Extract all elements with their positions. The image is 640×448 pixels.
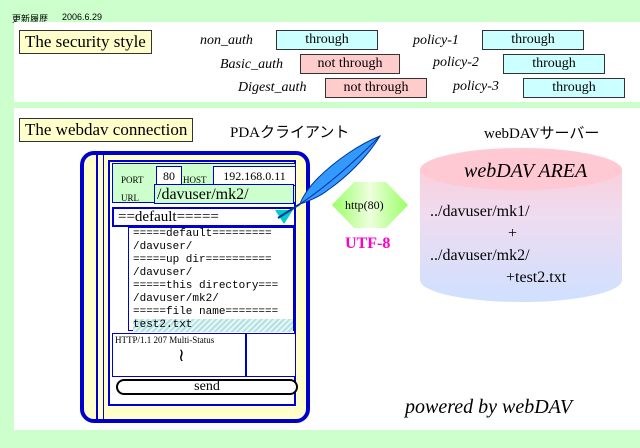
file-listing: =====default========= /davuser/ =====up …	[128, 227, 294, 332]
status-text: HTTP/1.1 207 Multi-Status	[115, 335, 215, 345]
server-path-2: ../davuser/mk2/	[430, 247, 530, 264]
webdav-title: The webdav connection	[19, 118, 194, 142]
server-file: +test2.txt	[506, 269, 567, 286]
chevron-down-icon[interactable]	[274, 209, 294, 225]
basic-auth-label: Basic_auth	[220, 57, 283, 72]
security-title: The security style	[19, 30, 152, 54]
double-arrow-icon	[332, 182, 408, 228]
url-input[interactable]: /davuser/mk2/	[154, 184, 294, 204]
directory-select[interactable]: ==default=====	[112, 207, 296, 227]
digest-auth-value: not through	[325, 78, 427, 98]
protocol-label: http(80)	[345, 198, 384, 212]
digest-auth-label: Digest_auth	[238, 80, 307, 95]
list-item[interactable]: =====default=========	[133, 228, 272, 240]
update-date: 2006.6.29	[62, 12, 103, 22]
url-label: URL	[121, 193, 139, 203]
server-path-1: ../davuser/mk1/	[430, 203, 530, 220]
non-auth-label: non_auth	[200, 33, 253, 48]
list-item[interactable]: =====up dir==========	[133, 254, 272, 266]
pda-left-rail-inner	[103, 155, 104, 419]
powered-by-label: powered by webDAV	[405, 396, 573, 418]
port-input[interactable]: 80	[156, 166, 182, 186]
port-label: PORT	[121, 175, 144, 185]
list-item[interactable]: /davuser/	[133, 267, 193, 279]
policy-3-label: policy-3	[453, 79, 499, 94]
policy-2-label: policy-2	[433, 55, 479, 70]
server-label: webDAVサーバー	[484, 126, 600, 142]
policy-3-value: through	[523, 78, 625, 98]
basic-auth-value: not through	[300, 54, 400, 74]
side-box	[246, 333, 296, 377]
status-box	[112, 333, 246, 377]
list-item[interactable]: /davuser/mk2/	[133, 293, 219, 305]
non-auth-value: through	[276, 30, 378, 50]
host-input[interactable]: 192.168.0.11	[213, 166, 296, 186]
server-cylinder-icon	[420, 148, 622, 302]
list-item[interactable]: =====this directory===	[133, 280, 279, 292]
quill-pen-icon	[277, 134, 382, 219]
list-item-selected[interactable]: test2.txt	[133, 319, 293, 332]
client-label: PDAクライアント	[230, 125, 350, 141]
pda-left-rail	[96, 155, 98, 419]
host-label: HOST	[183, 175, 207, 185]
list-item[interactable]: =====file name========	[133, 306, 279, 318]
encoding-label: UTF-8	[345, 235, 391, 252]
update-history-label[interactable]: 更新履歴	[12, 14, 49, 24]
server-area-label: webDAV AREA	[464, 160, 588, 182]
policy-1-label: policy-1	[413, 33, 459, 48]
policy-2-value: through	[503, 54, 605, 74]
status-tilde: ≀	[178, 345, 185, 365]
list-item[interactable]: /davuser/	[133, 241, 193, 253]
send-button[interactable]: send	[116, 379, 298, 395]
server-plus: +	[508, 225, 518, 242]
policy-1-value: through	[482, 30, 584, 50]
